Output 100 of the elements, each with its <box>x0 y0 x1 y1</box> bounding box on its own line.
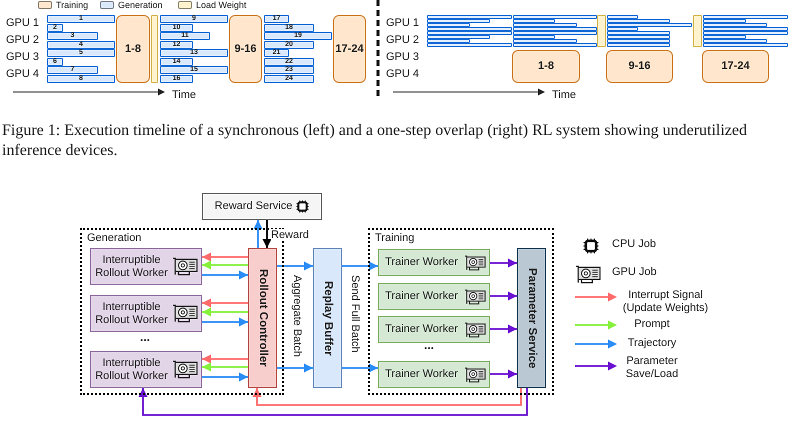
worker-box <box>378 361 490 388</box>
generation-bar <box>427 15 512 19</box>
training-block <box>229 15 262 83</box>
training-block <box>606 50 673 83</box>
block-label: 9-16 <box>234 42 257 56</box>
load-weight-bar <box>693 15 702 47</box>
generation-bar <box>160 24 193 32</box>
axis-label: Time <box>552 89 576 101</box>
generation-bar <box>160 40 193 48</box>
box-label: Trainer Worker <box>384 368 459 381</box>
generation-bar <box>264 32 332 40</box>
generation-bar <box>264 58 314 66</box>
box-label: Interruptible Rollout Worker <box>95 300 168 326</box>
arrow <box>202 298 248 308</box>
generation-bar <box>47 66 98 74</box>
controller-box <box>248 248 277 388</box>
generation-bar <box>47 58 63 66</box>
flow-label: Aggregate Batch <box>291 275 303 357</box>
arrow <box>138 388 528 416</box>
arrow <box>277 364 313 372</box>
service-box <box>517 248 546 388</box>
block-label: 9-16 <box>628 60 651 73</box>
legend-label: Interrupt Signal (Update Weights) <box>622 289 710 314</box>
group-label: Training <box>375 232 414 245</box>
legend-label: Prompt <box>633 318 671 330</box>
arrow <box>277 262 313 270</box>
box-label: Trainer Worker <box>384 323 459 336</box>
flow-label: Send Full Batch <box>349 275 361 353</box>
generation-bar <box>607 31 670 35</box>
row-label: GPU 2 <box>6 34 40 46</box>
row-label: GPU 3 <box>386 51 420 63</box>
training-block <box>333 15 366 83</box>
generation-bar <box>703 19 746 23</box>
group-region <box>368 228 554 395</box>
legend-label: GPU Job <box>612 266 657 278</box>
generation-bar <box>513 43 597 47</box>
legend-label: Parameter Save/Load <box>624 355 680 380</box>
worker-box <box>90 295 202 332</box>
row-label: GPU 3 <box>6 51 40 63</box>
generation-bar <box>47 40 115 48</box>
arrow <box>490 324 517 334</box>
arrow <box>202 318 248 326</box>
arrow <box>342 262 378 270</box>
generation-bar <box>47 15 115 23</box>
generation-bar <box>513 23 577 27</box>
generation-bar <box>427 27 512 31</box>
generation-bar <box>264 15 289 23</box>
buffer-box <box>313 248 342 388</box>
row-label: GPU 4 <box>6 68 40 80</box>
box-label: Trainer Worker <box>384 256 459 269</box>
generation-bar <box>703 31 788 35</box>
generation-bar <box>703 15 788 19</box>
block-label: 1-8 <box>538 60 554 73</box>
generation-bar <box>160 66 228 74</box>
row-label: GPU 4 <box>386 68 420 80</box>
generation-bar <box>703 23 767 27</box>
generation-bar <box>607 43 670 47</box>
box-label: Interruptible Rollout Worker <box>95 356 168 382</box>
edge-label: Reward <box>271 229 309 241</box>
generation-bar <box>513 39 577 43</box>
arrow <box>252 388 522 406</box>
generation-bar <box>47 49 115 57</box>
row-label: GPU 1 <box>6 17 40 29</box>
box-label: Trainer Worker <box>384 290 459 303</box>
arrow <box>262 220 272 248</box>
generation-bar <box>264 49 289 57</box>
generation-bar <box>607 27 638 31</box>
arrow <box>202 308 248 316</box>
training-block <box>702 50 769 83</box>
block-label: 17-24 <box>721 60 750 73</box>
block-label: 1-8 <box>125 42 141 56</box>
row-label: GPU 2 <box>386 34 420 46</box>
worker-box <box>378 283 490 310</box>
block-label: 17-24 <box>335 42 364 56</box>
generation-bar <box>607 23 692 27</box>
caption: Figure 1: Execution timeline of a synchronous (left) and a one-step overlap (right) RL system showing underutilized inference devices. <box>2 121 748 161</box>
load-weight-bar <box>151 15 158 83</box>
axis-label: Time <box>172 89 196 101</box>
arrow <box>490 292 517 300</box>
box-label: Interruptible Rollout Worker <box>95 254 168 280</box>
arrow <box>202 270 248 280</box>
generation-bar <box>160 49 228 57</box>
generation-bar <box>264 74 314 82</box>
generation-bar <box>513 31 597 35</box>
generation-bar <box>513 35 555 39</box>
arrow <box>202 354 248 364</box>
ellipsis: ... <box>140 331 150 343</box>
generation-bar <box>607 35 670 39</box>
arrow <box>490 370 517 378</box>
generation-bar <box>703 35 746 39</box>
box-label: Rollout Controller <box>256 269 270 367</box>
generation-bar <box>427 23 470 27</box>
worker-box <box>90 351 202 388</box>
legend-label: Training <box>56 0 88 10</box>
training-block <box>512 50 580 83</box>
generation-bar <box>427 43 512 47</box>
generation-bar <box>703 43 788 47</box>
worker-box <box>378 249 490 276</box>
generation-bar <box>160 74 193 82</box>
generation-bar <box>160 32 210 40</box>
